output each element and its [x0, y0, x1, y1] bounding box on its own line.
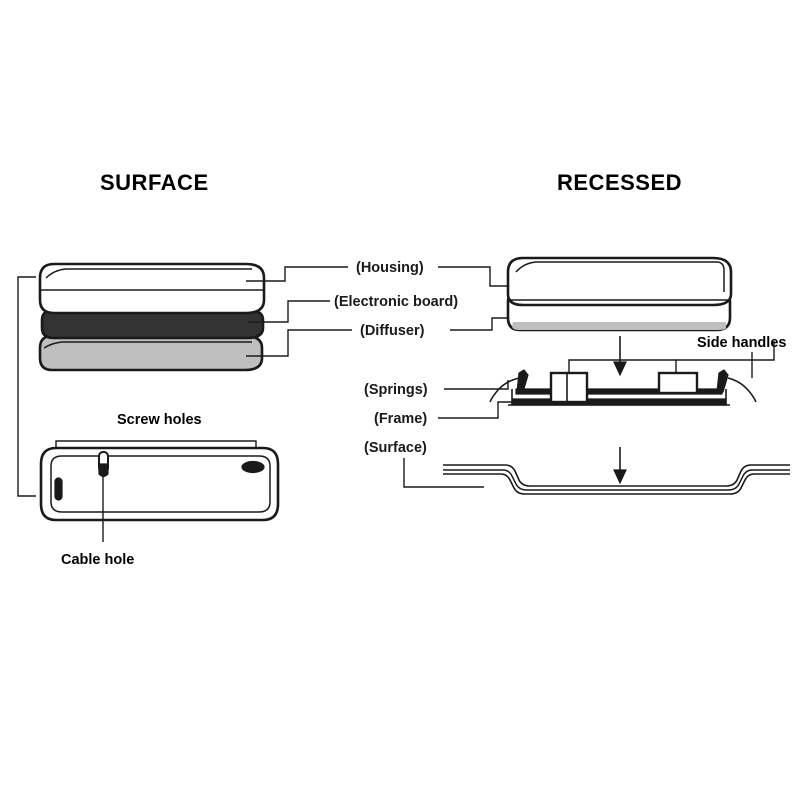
- surface-exploded-view: [38, 262, 266, 372]
- label-cable-hole: Cable hole: [61, 552, 134, 568]
- screw-hole-right: [241, 460, 265, 474]
- heading-recessed: RECESSED: [557, 170, 682, 195]
- callout-electronic-board: (Electronic board): [334, 294, 458, 310]
- layer-housing: [38, 262, 266, 315]
- recessed-unit: [506, 256, 733, 332]
- layer-diffuser: [38, 334, 264, 372]
- frame-callout-leaders: [438, 341, 775, 419]
- arrow-frame-to-surface: [613, 447, 627, 485]
- label-screw-holes: Screw holes: [117, 412, 202, 428]
- callout-frame: (Frame): [374, 411, 427, 427]
- left-group-bracket: [17, 276, 36, 497]
- surface-plan-view: [39, 446, 280, 522]
- spring-right: [716, 369, 757, 403]
- spring-left: [489, 369, 529, 403]
- callout-housing: (Housing): [356, 260, 424, 276]
- surface-leader-lines: [246, 266, 352, 357]
- ceiling-surface-section: [443, 464, 790, 495]
- frame-block-left: [549, 371, 589, 404]
- heading-surface: SURFACE: [100, 170, 209, 195]
- callout-diffuser: (Diffuser): [360, 323, 425, 339]
- screw-hole-left: [54, 477, 63, 501]
- label-side-handles: Side handles: [697, 335, 786, 351]
- frame-assembly: [489, 369, 757, 406]
- callout-surface: (Surface): [364, 440, 427, 456]
- frame-block-right: [657, 371, 699, 395]
- surface-section-leader: [403, 458, 484, 488]
- layer-electronic-board: [40, 308, 265, 340]
- callout-springs: (Springs): [364, 382, 428, 398]
